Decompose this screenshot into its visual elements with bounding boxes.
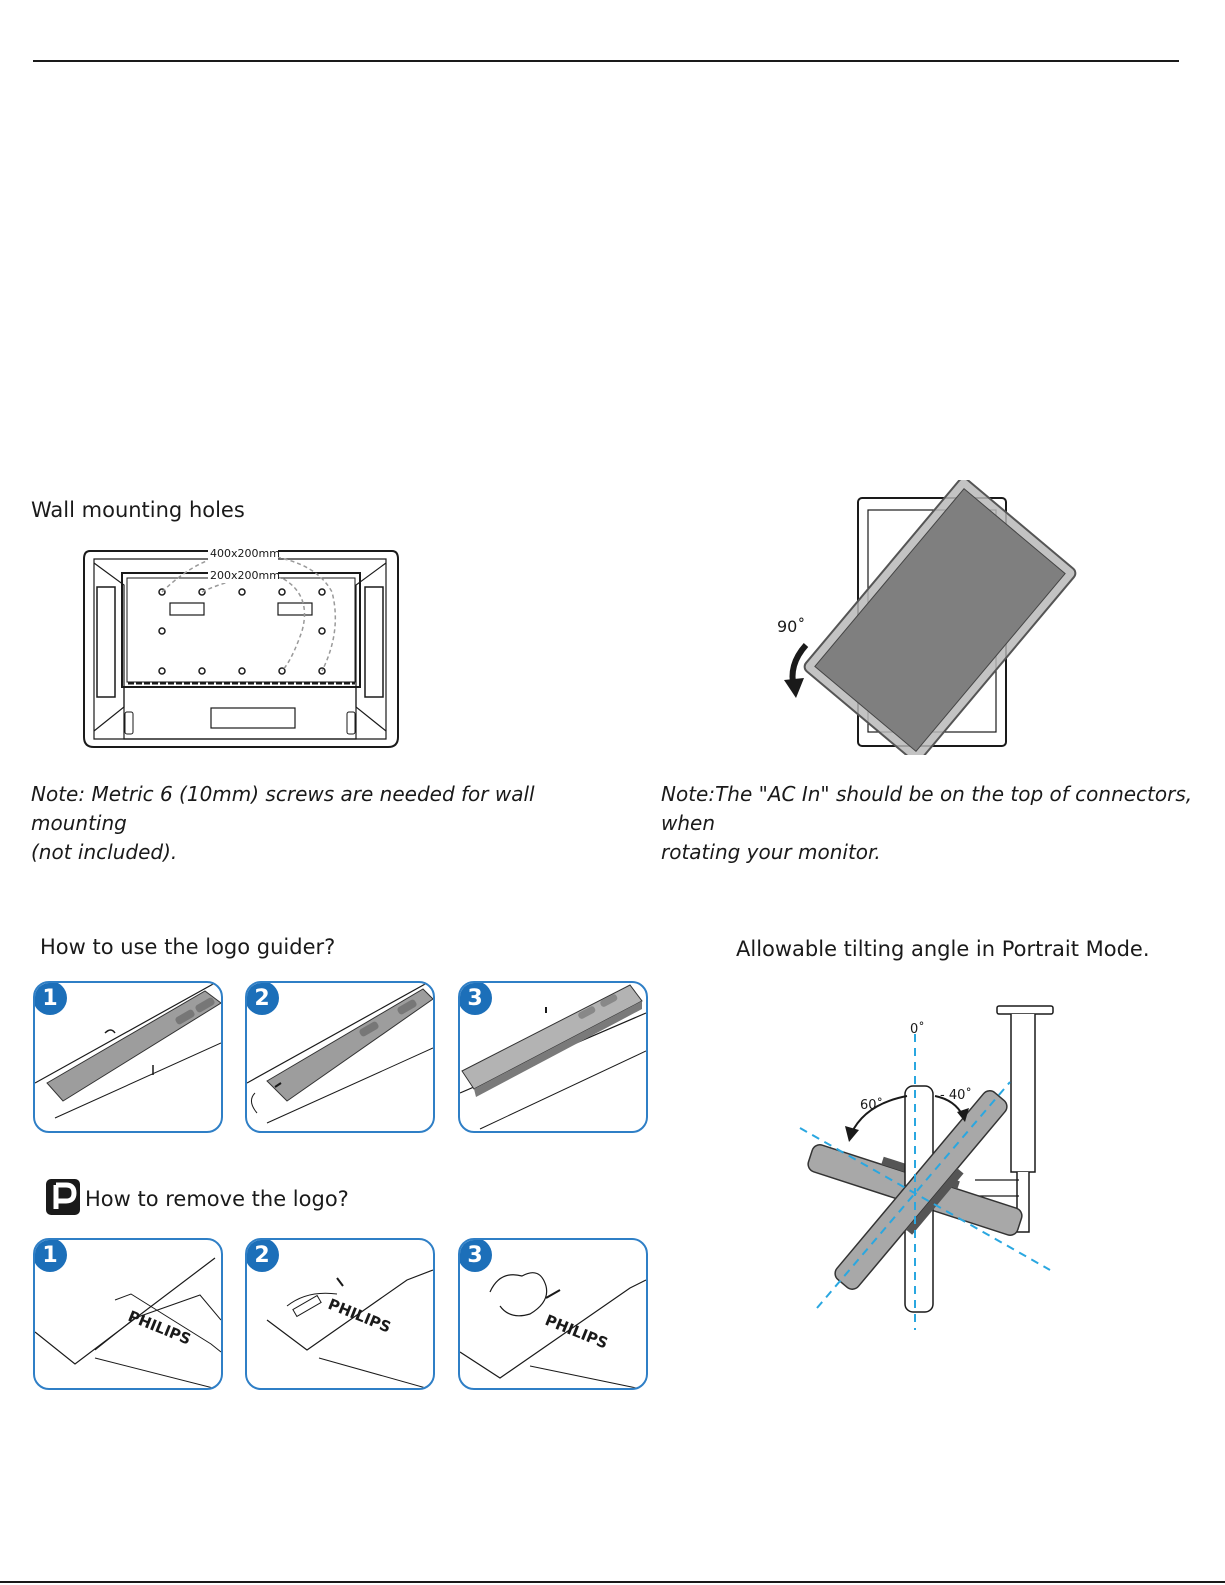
remove-step-1-badge: 1 <box>35 1240 67 1272</box>
guider-step-2-panel: 2 <box>245 981 435 1133</box>
rotation-angle-label: 90˚ <box>777 617 806 636</box>
dimension-label-400x200: 400x200mm <box>210 547 280 560</box>
remove-step-3-panel: PHILIPS 3 <box>458 1238 648 1390</box>
wall-note-line2: (not included). <box>31 840 178 864</box>
remove-logo-heading: How to remove the logo? <box>85 1187 349 1211</box>
rotation-note-line2: rotating your monitor. <box>661 840 881 864</box>
remove-step-1-brand: PHILIPS <box>126 1307 194 1348</box>
remove-step-3-illustration: PHILIPS <box>460 1272 646 1388</box>
remove-step-3-brand: PHILIPS <box>543 1311 611 1352</box>
guider-step-1-badge: 1 <box>35 983 67 1015</box>
bottom-rule <box>0 1581 1225 1583</box>
guider-step-3-badge: 3 <box>460 983 492 1015</box>
wall-mounting-heading: Wall mounting holes <box>31 498 245 522</box>
remove-step-2-panel: PHILIPS 2 <box>245 1238 435 1390</box>
remove-step-1-panel: PHILIPS 1 <box>33 1238 223 1390</box>
remove-step-2-illustration: PHILIPS <box>266 1269 433 1388</box>
tilt-angle-right-label: - 40˚ <box>940 1088 972 1103</box>
remove-step-1-illustration: PHILIPS <box>35 1257 221 1388</box>
tilt-angle-left-label: 60˚ <box>860 1098 884 1113</box>
guider-step-1-panel: 1 <box>33 981 223 1133</box>
wall-mount-diagram <box>83 547 399 748</box>
tilt-heading: Allowable tilting angle in Portrait Mode… <box>736 937 1150 961</box>
guider-step-3-panel: 3 <box>458 981 648 1133</box>
top-rule <box>33 60 1179 62</box>
guider-step-2-badge: 2 <box>247 983 279 1015</box>
remove-step-3-badge: 3 <box>460 1240 492 1272</box>
guider-step-3-illustration <box>460 984 646 1130</box>
wall-mount-note: Note: Metric 6 (10mm) screws are needed … <box>31 780 621 867</box>
dimension-label-200x200: 200x200mm <box>210 569 280 582</box>
guider-step-1-illustration <box>35 983 221 1119</box>
rotation-note: Note:The "AC In" should be on the top of… <box>661 780 1216 867</box>
wall-note-line1: Note: Metric 6 (10mm) screws are needed … <box>31 782 535 835</box>
guider-step-2-illustration <box>247 983 433 1124</box>
p-logo-icon <box>46 1179 80 1215</box>
tilt-diagram <box>799 1005 1054 1330</box>
rotation-note-line1: Note:The "AC In" should be on the top of… <box>661 782 1193 835</box>
logo-guider-heading: How to use the logo guider? <box>40 935 336 959</box>
remove-step-2-badge: 2 <box>247 1240 279 1272</box>
rotation-diagram <box>784 480 1077 755</box>
tilt-angle-zero-label: 0˚ <box>910 1022 925 1037</box>
